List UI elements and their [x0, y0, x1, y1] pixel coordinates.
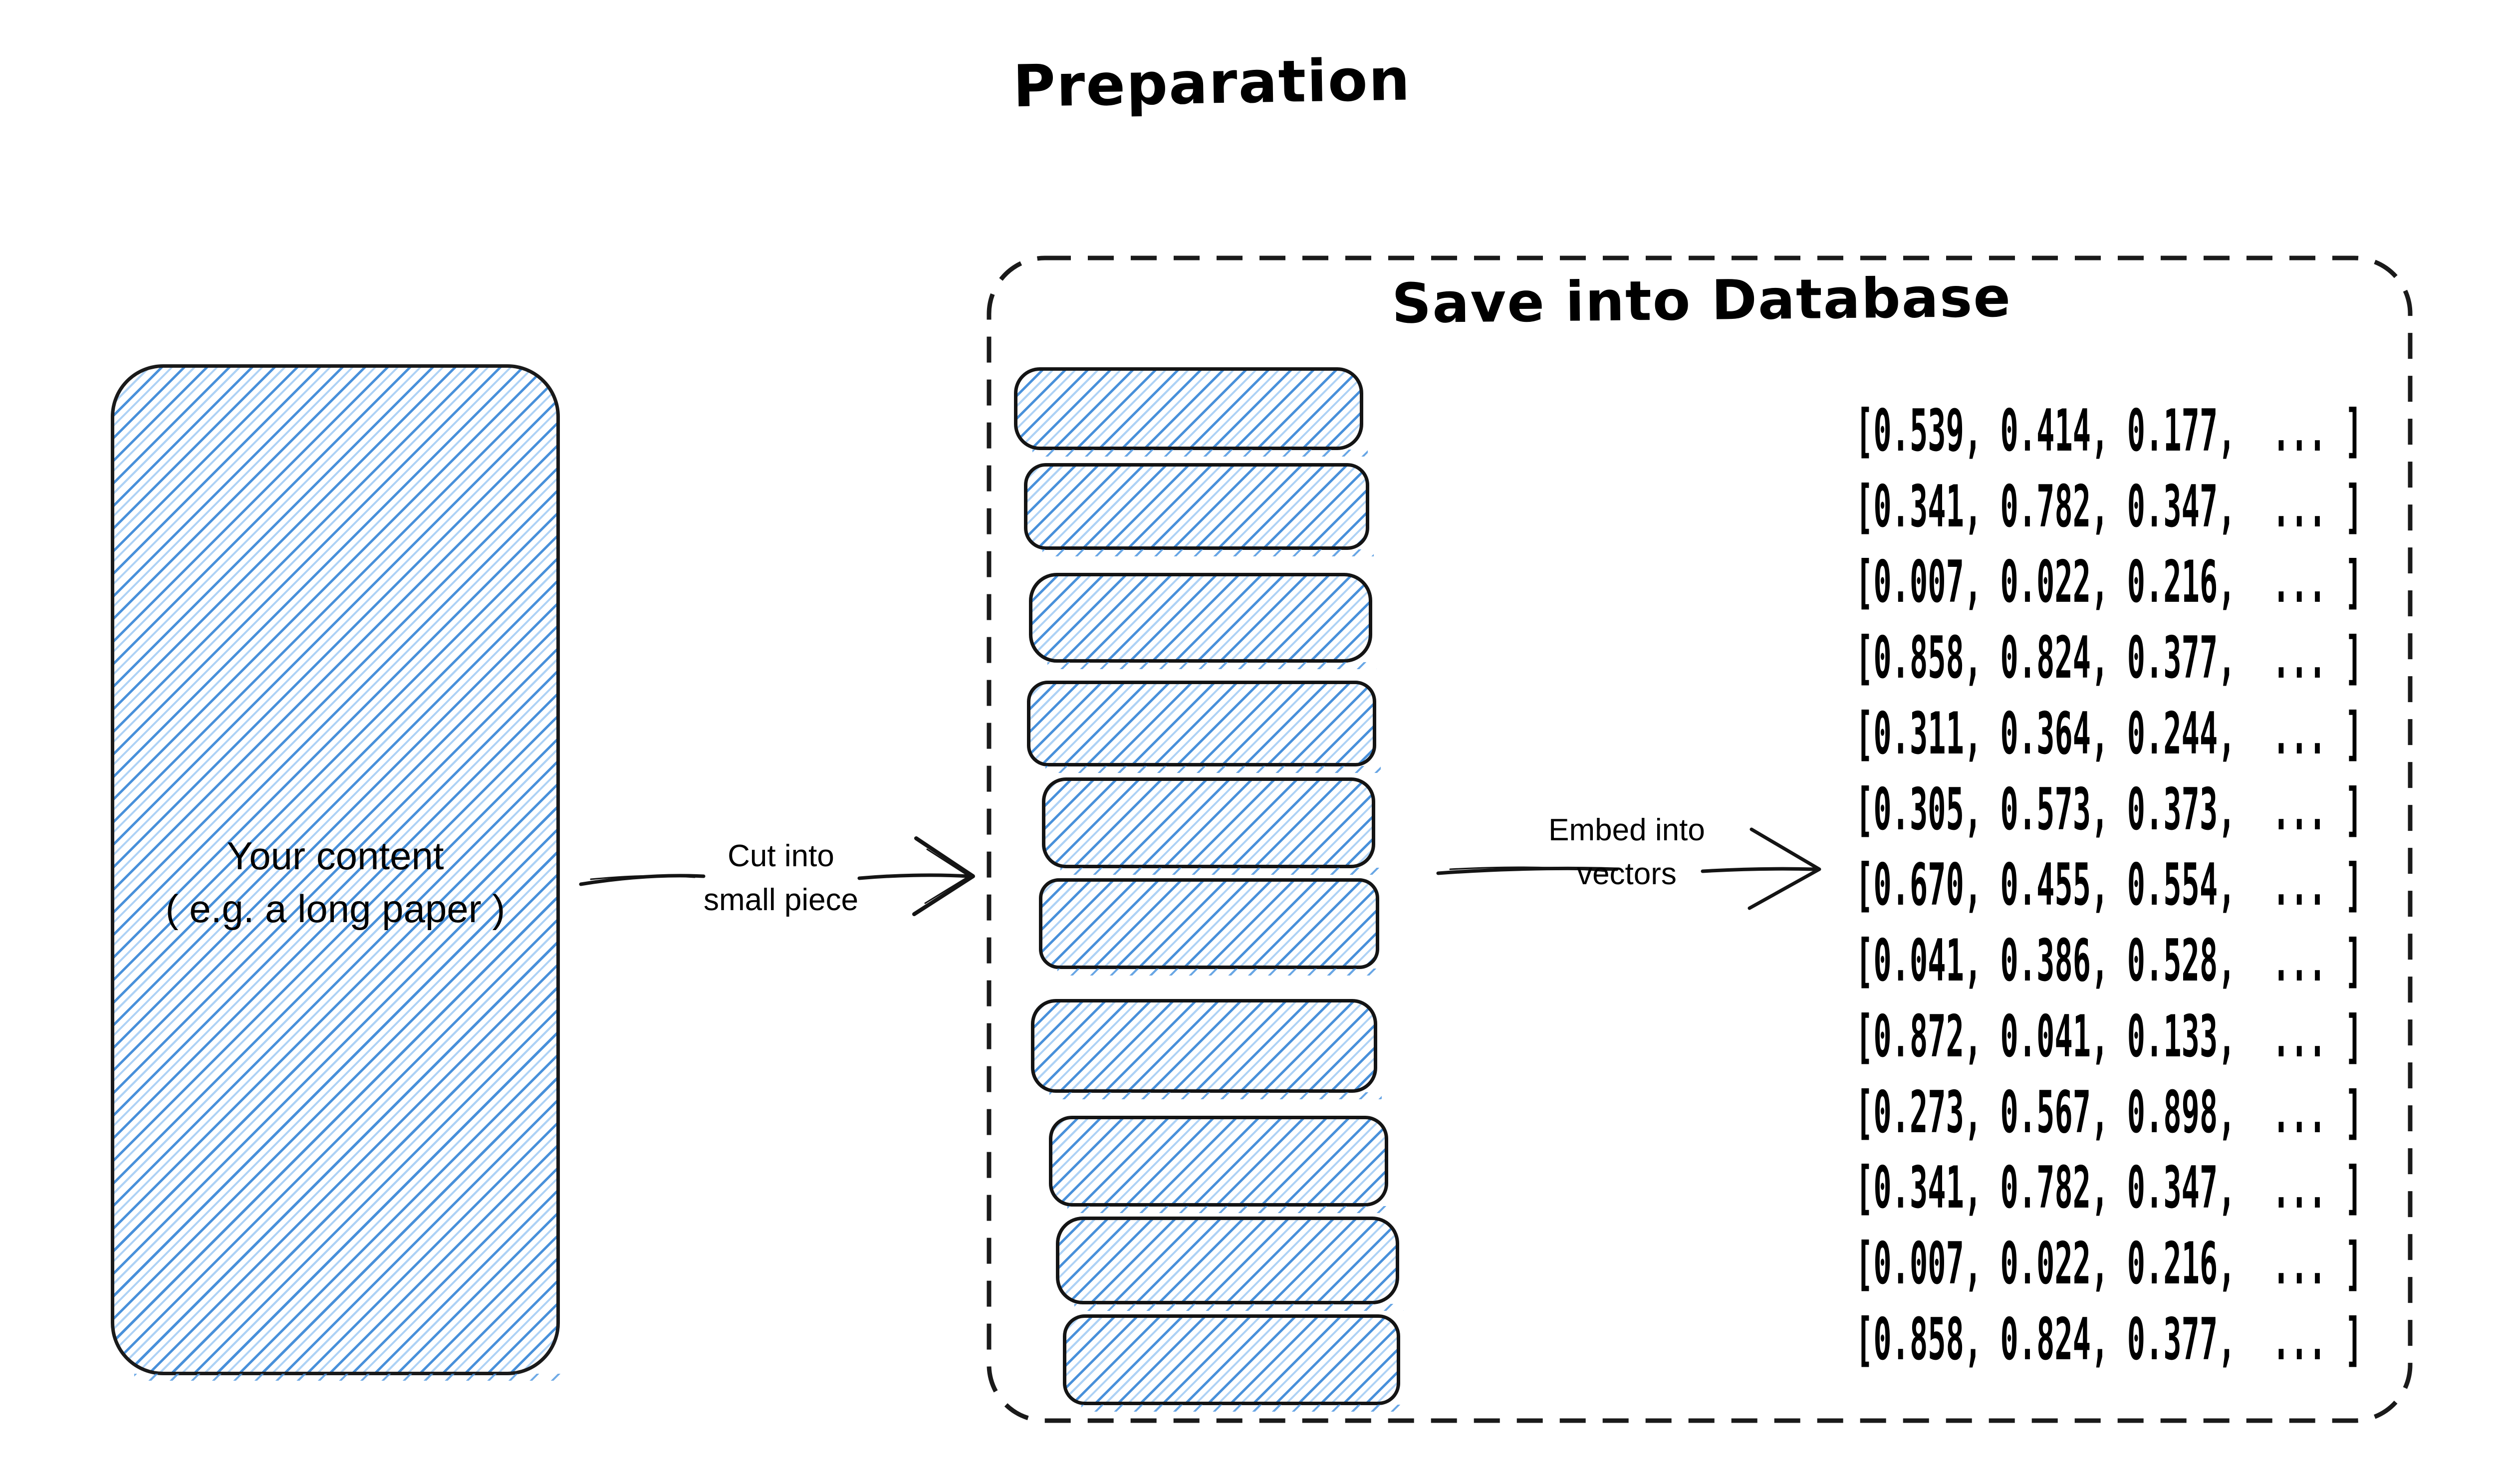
content-box-label: Your content ( e.g. a long paper ) — [114, 829, 556, 935]
cut-arrowhead-double — [924, 848, 970, 904]
vector-value: [0.539, 0.414, 0.177, ... ] — [1855, 397, 2363, 465]
cut-arrow-label-line1: Cut into — [728, 839, 834, 873]
content-box-label-line1: Your content — [227, 834, 444, 878]
cut-arrow-shaft-left-double — [590, 875, 696, 880]
content-box-label-line2: ( e.g. a long paper ) — [165, 887, 505, 931]
vector-row: [0.007, 0.022, 0.216, ... ] — [1855, 548, 2454, 616]
cut-arrow-label: Cut into small piece — [684, 834, 878, 922]
vector-row: [0.041, 0.386, 0.528, ... ] — [1855, 927, 2454, 994]
vector-row: [0.007, 0.022, 0.216, ... ] — [1855, 1230, 2454, 1297]
cut-arrow-shaft-left — [579, 874, 706, 886]
vector-value: [0.041, 0.386, 0.528, ... ] — [1855, 927, 2363, 994]
chunk-bar — [1049, 1116, 1393, 1213]
embed-arrow-label-line2: vectors — [1577, 857, 1677, 891]
vector-value: [0.007, 0.022, 0.216, ... ] — [1855, 548, 2363, 616]
vector-value: [0.007, 0.022, 0.216, ... ] — [1855, 1230, 2363, 1297]
vector-value: [0.670, 0.455, 0.554, ... ] — [1855, 851, 2363, 919]
cut-arrowhead-icon — [912, 836, 975, 916]
embed-arrow-shaft-left — [1436, 866, 1619, 875]
vector-value: [0.858, 0.824, 0.377, ... ] — [1855, 1305, 2363, 1373]
vector-row: [0.341, 0.782, 0.347, ... ] — [1855, 1154, 2454, 1222]
vector-row: [0.670, 0.455, 0.554, ... ] — [1855, 851, 2454, 919]
chunk-bar — [1056, 1217, 1404, 1311]
vector-row: [0.858, 0.824, 0.377, ... ] — [1855, 624, 2454, 692]
chunk-bar — [1039, 878, 1384, 976]
vector-value: [0.872, 0.041, 0.133, ... ] — [1855, 1002, 2363, 1070]
database-dashed-border — [987, 255, 2413, 1423]
vector-value: [0.311, 0.364, 0.244, ... ] — [1855, 700, 2363, 767]
chunk-bar — [1014, 367, 1368, 457]
chunk-bar — [1027, 681, 1381, 773]
vector-value: [0.858, 0.824, 0.377, ... ] — [1855, 624, 2363, 692]
embed-arrow-shaft-right — [1701, 867, 1816, 873]
vector-row: [0.872, 0.041, 0.133, ... ] — [1855, 1002, 2454, 1070]
vector-value: [0.341, 0.782, 0.347, ... ] — [1855, 1154, 2363, 1222]
vector-row: [0.305, 0.573, 0.373, ... ] — [1855, 775, 2454, 843]
embed-arrow-label-line1: Embed into — [1548, 813, 1705, 847]
vector-value: [0.341, 0.782, 0.347, ... ] — [1855, 473, 2363, 540]
database-box-title: Save into Database — [1391, 265, 2012, 336]
chunk-bar — [1063, 1314, 1405, 1412]
embed-arrowhead-icon — [1747, 827, 1821, 910]
embed-arrow-label: Embed into vectors — [1522, 808, 1732, 896]
chunk-bar — [1042, 777, 1380, 875]
chunk-bar — [1029, 573, 1377, 669]
cut-arrow-label-line2: small piece — [703, 883, 859, 917]
vector-value: [0.273, 0.567, 0.898, ... ] — [1855, 1078, 2363, 1146]
vector-row: [0.273, 0.567, 0.898, ... ] — [1855, 1078, 2454, 1146]
chunk-bar — [1024, 463, 1374, 556]
vector-row: [0.539, 0.414, 0.177, ... ] — [1855, 397, 2454, 465]
embed-arrow-shaft-left-double — [1449, 866, 1607, 872]
vector-value: [0.305, 0.573, 0.373, ... ] — [1855, 775, 2363, 843]
content-box: Your content ( e.g. a long paper ) — [111, 364, 563, 1381]
vector-row: [0.341, 0.782, 0.347, ... ] — [1855, 473, 2454, 540]
chunk-bar — [1031, 999, 1382, 1099]
vector-row: [0.858, 0.824, 0.377, ... ] — [1855, 1305, 2454, 1373]
vector-row: [0.311, 0.364, 0.244, ... ] — [1855, 700, 2454, 767]
cut-arrow-shaft-right — [857, 873, 970, 880]
